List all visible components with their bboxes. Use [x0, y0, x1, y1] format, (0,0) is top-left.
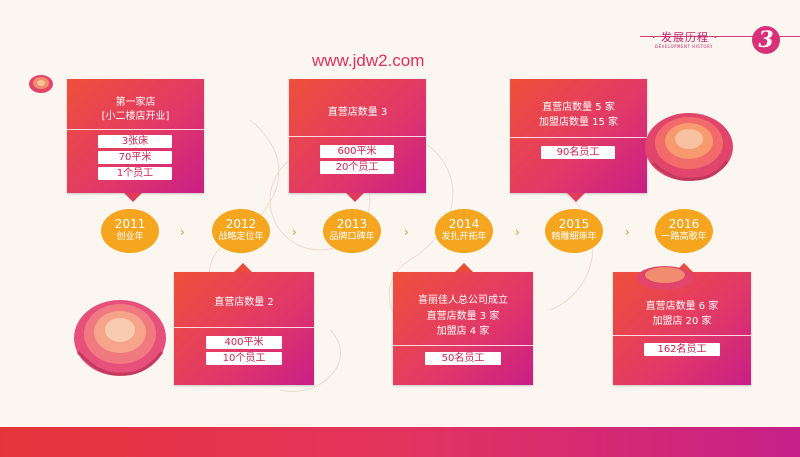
timeline-label: 一路高歌年 [661, 232, 707, 242]
timeline-label: 发扎开拓年 [441, 232, 487, 242]
card-pill: 50名员工 [425, 352, 501, 365]
timeline-year: 2015 [558, 217, 590, 231]
timeline-node-2011: 2011 创业年 [101, 209, 159, 253]
card-line: 直营店数量 2 [214, 297, 274, 308]
card-divider [174, 327, 314, 328]
card-line: [小二楼店开业] [101, 111, 170, 122]
card-pill: 10个员工 [206, 352, 282, 365]
card-line: 喜丽佳人总公司成立 [418, 295, 508, 306]
timeline-year: 2012 [225, 217, 257, 231]
card-pill: 20个员工 [320, 161, 394, 174]
card-line: 第一家店 [115, 97, 156, 108]
milestone-card-2012: 直营店数量 2 400平米 10个员工 [174, 272, 314, 385]
timeline-label: 创业年 [116, 232, 144, 242]
card-pointer [234, 263, 252, 272]
card-line: 加盟店 20 家 [652, 316, 712, 327]
card-pill: 90名员工 [541, 146, 615, 159]
milestone-card-2011: 第一家店 [小二楼店开业] 3张床 70平米 1个员工 [67, 79, 204, 193]
card-pill: 70平米 [98, 151, 172, 164]
chevron-right-icon: › [292, 225, 297, 239]
footer-bar [0, 427, 800, 457]
card-line: 直营店数量 5 家 [542, 102, 615, 113]
card-pill: 1个员工 [98, 167, 172, 180]
card-pill: 600平米 [320, 145, 394, 158]
card-pointer [346, 193, 364, 202]
card-pill: 3张床 [98, 135, 172, 148]
card-line: 加盟店 4 家 [436, 326, 490, 337]
card-line: 直营店数量 6 家 [645, 301, 719, 312]
section-title: · 发展历程 · [652, 31, 718, 44]
card-pointer [675, 263, 693, 272]
timeline-year: 2011 [114, 217, 146, 231]
milestone-card-2015: 直营店数量 5 家 加盟店数量 15 家 90名员工 [510, 79, 647, 193]
card-line: 加盟店数量 15 家 [538, 117, 619, 128]
milestone-card-2013: 直营店数量 3 600平米 20个员工 [289, 79, 426, 193]
section-subtitle: DEVELOPMENT HISTORY [655, 44, 713, 49]
chevron-right-icon: › [404, 225, 409, 239]
card-pointer [124, 193, 142, 202]
milestone-card-2014: 喜丽佳人总公司成立 直营店数量 3 家 加盟店 4 家 50名员工 [393, 272, 533, 385]
milestone-card-2016: 直营店数量 6 家 加盟店 20 家 162名员工 [613, 272, 751, 385]
card-divider [289, 136, 426, 137]
card-line: 直营店数量 3 [327, 107, 388, 118]
flower-decoration-left-icon [74, 300, 166, 376]
flower-decoration-right-icon [637, 266, 693, 290]
flower-decoration-large-icon [645, 113, 733, 181]
timeline-year: 2016 [668, 217, 700, 231]
timeline-label: 品牌口碑年 [329, 232, 375, 242]
card-divider [613, 335, 751, 336]
flower-decoration-small-icon [29, 75, 53, 93]
card-divider [67, 129, 204, 130]
chevron-right-icon: › [180, 225, 185, 239]
timeline-label: 精雕细琢年 [551, 232, 597, 242]
timeline-year: 2014 [448, 217, 480, 231]
chevron-right-icon: › [625, 225, 630, 239]
timeline-node-2015: 2015 精雕细琢年 [545, 209, 603, 253]
timeline-node-2016: 2016 一路高歌年 [655, 209, 713, 253]
card-divider [510, 137, 647, 138]
card-divider [393, 345, 533, 346]
watermark-url: www.jdw2.com [312, 51, 425, 70]
card-pointer [567, 193, 585, 202]
chevron-right-icon: › [515, 225, 520, 239]
timeline-node-2012: 2012 战略定位年 [212, 209, 270, 253]
card-pill: 162名员工 [644, 343, 720, 356]
card-line: 直营店数量 3 家 [426, 311, 500, 322]
timeline-label: 战略定位年 [218, 232, 264, 242]
section-number-badge: 3 [752, 26, 780, 54]
timeline-node-2013: 2013 品牌口碑年 [323, 209, 381, 253]
header-rule [640, 36, 800, 37]
card-pill: 400平米 [206, 336, 282, 349]
timeline-year: 2013 [336, 217, 368, 231]
card-pointer [455, 263, 473, 272]
timeline-node-2014: 2014 发扎开拓年 [435, 209, 493, 253]
